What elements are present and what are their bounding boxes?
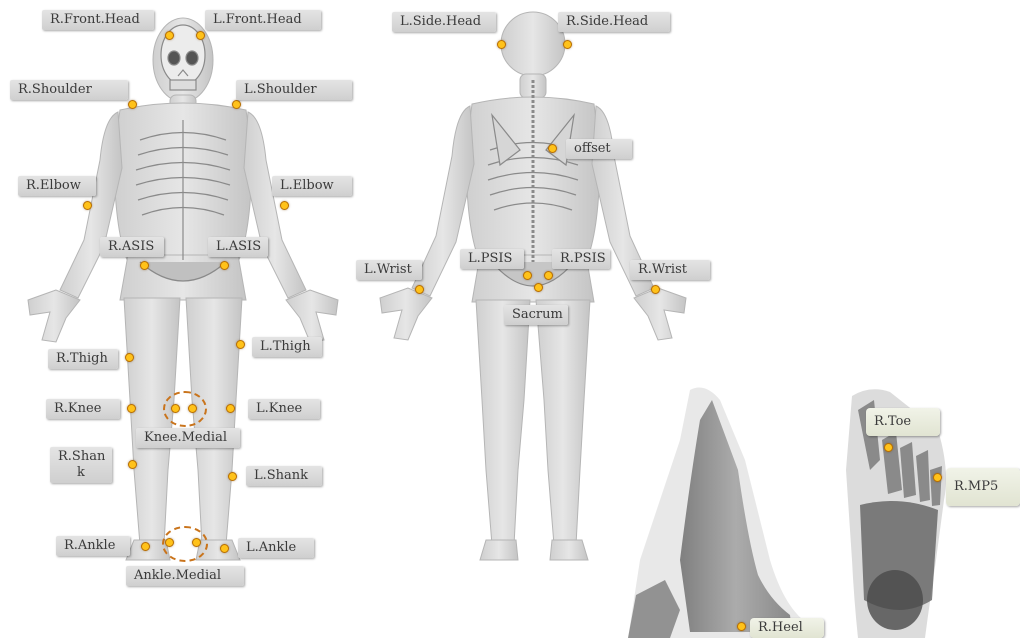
label-r-side-head: R.Side.Head: [558, 12, 670, 32]
marker-r-asis[interactable]: [140, 261, 149, 270]
label-r-wrist: R.Wrist: [630, 260, 710, 280]
label-offset: offset: [566, 139, 632, 159]
label-r-psis: R.PSIS: [552, 249, 610, 269]
label-l-psis: L.PSIS: [460, 249, 524, 269]
marker-r-thigh[interactable]: [125, 353, 134, 362]
marker-l-asis[interactable]: [220, 261, 229, 270]
marker-r-front-head[interactable]: [165, 31, 174, 40]
marker-l-ankle-medial[interactable]: [192, 538, 201, 547]
marker-l-shoulder[interactable]: [232, 100, 241, 109]
marker-r-shoulder[interactable]: [128, 100, 137, 109]
label-r-front-head: R.Front.Head: [42, 10, 154, 30]
marker-l-knee[interactable]: [226, 404, 235, 413]
marker-r-heel[interactable]: [737, 622, 746, 631]
label-l-side-head: L.Side.Head: [392, 12, 496, 32]
marker-r-shank[interactable]: [128, 460, 137, 469]
marker-r-ankle-medial[interactable]: [165, 538, 174, 547]
label-l-wrist: L.Wrist: [356, 260, 422, 280]
label-r-shoulder: R.Shoulder: [10, 80, 128, 100]
marker-r-toe[interactable]: [884, 443, 893, 452]
label-l-shoulder: L.Shoulder: [236, 80, 352, 100]
label-l-elbow: L.Elbow: [272, 176, 352, 196]
marker-r-side-head[interactable]: [563, 40, 572, 49]
label-r-asis: R.ASIS: [100, 237, 164, 257]
knee-medial-dashed-circle: [163, 391, 207, 427]
marker-l-psis[interactable]: [523, 271, 532, 280]
label-r-shank: R.Shan k: [50, 447, 112, 483]
marker-r-knee-medial[interactable]: [171, 404, 180, 413]
marker-r-elbow[interactable]: [83, 201, 92, 210]
marker-l-shank[interactable]: [228, 472, 237, 481]
marker-r-wrist[interactable]: [651, 285, 660, 294]
label-sacrum: Sacrum: [504, 305, 568, 325]
marker-l-front-head[interactable]: [196, 31, 205, 40]
label-r-knee: R.Knee: [46, 399, 120, 419]
marker-r-knee[interactable]: [127, 404, 136, 413]
label-r-thigh: R.Thigh: [48, 349, 118, 369]
label-r-mp5: R.MP5: [946, 468, 1020, 506]
marker-l-knee-medial[interactable]: [188, 404, 197, 413]
marker-l-wrist[interactable]: [415, 285, 424, 294]
marker-r-mp5[interactable]: [933, 473, 942, 482]
marker-r-psis[interactable]: [544, 271, 553, 280]
label-r-heel: R.Heel: [750, 618, 824, 638]
label-l-thigh: L.Thigh: [252, 337, 322, 357]
marker-l-elbow[interactable]: [280, 201, 289, 210]
label-l-front-head: L.Front.Head: [205, 10, 321, 30]
foot-xray-side: [628, 388, 815, 638]
label-r-toe: R.Toe: [866, 408, 940, 436]
label-r-ankle: R.Ankle: [56, 536, 130, 556]
label-knee-medial: Knee.Medial: [136, 428, 240, 448]
label-ankle-medial: Ankle.Medial: [126, 566, 244, 586]
marker-l-ankle[interactable]: [220, 544, 229, 553]
label-l-asis: L.ASIS: [208, 237, 268, 257]
marker-offset[interactable]: [548, 144, 557, 153]
marker-r-ankle[interactable]: [141, 542, 150, 551]
marker-l-side-head[interactable]: [497, 40, 506, 49]
label-r-elbow: R.Elbow: [18, 176, 96, 196]
marker-l-thigh[interactable]: [236, 340, 245, 349]
marker-sacrum[interactable]: [534, 283, 543, 292]
label-l-ankle: L.Ankle: [238, 538, 314, 558]
label-l-knee: L.Knee: [248, 399, 320, 419]
label-l-shank: L.Shank: [246, 466, 322, 486]
